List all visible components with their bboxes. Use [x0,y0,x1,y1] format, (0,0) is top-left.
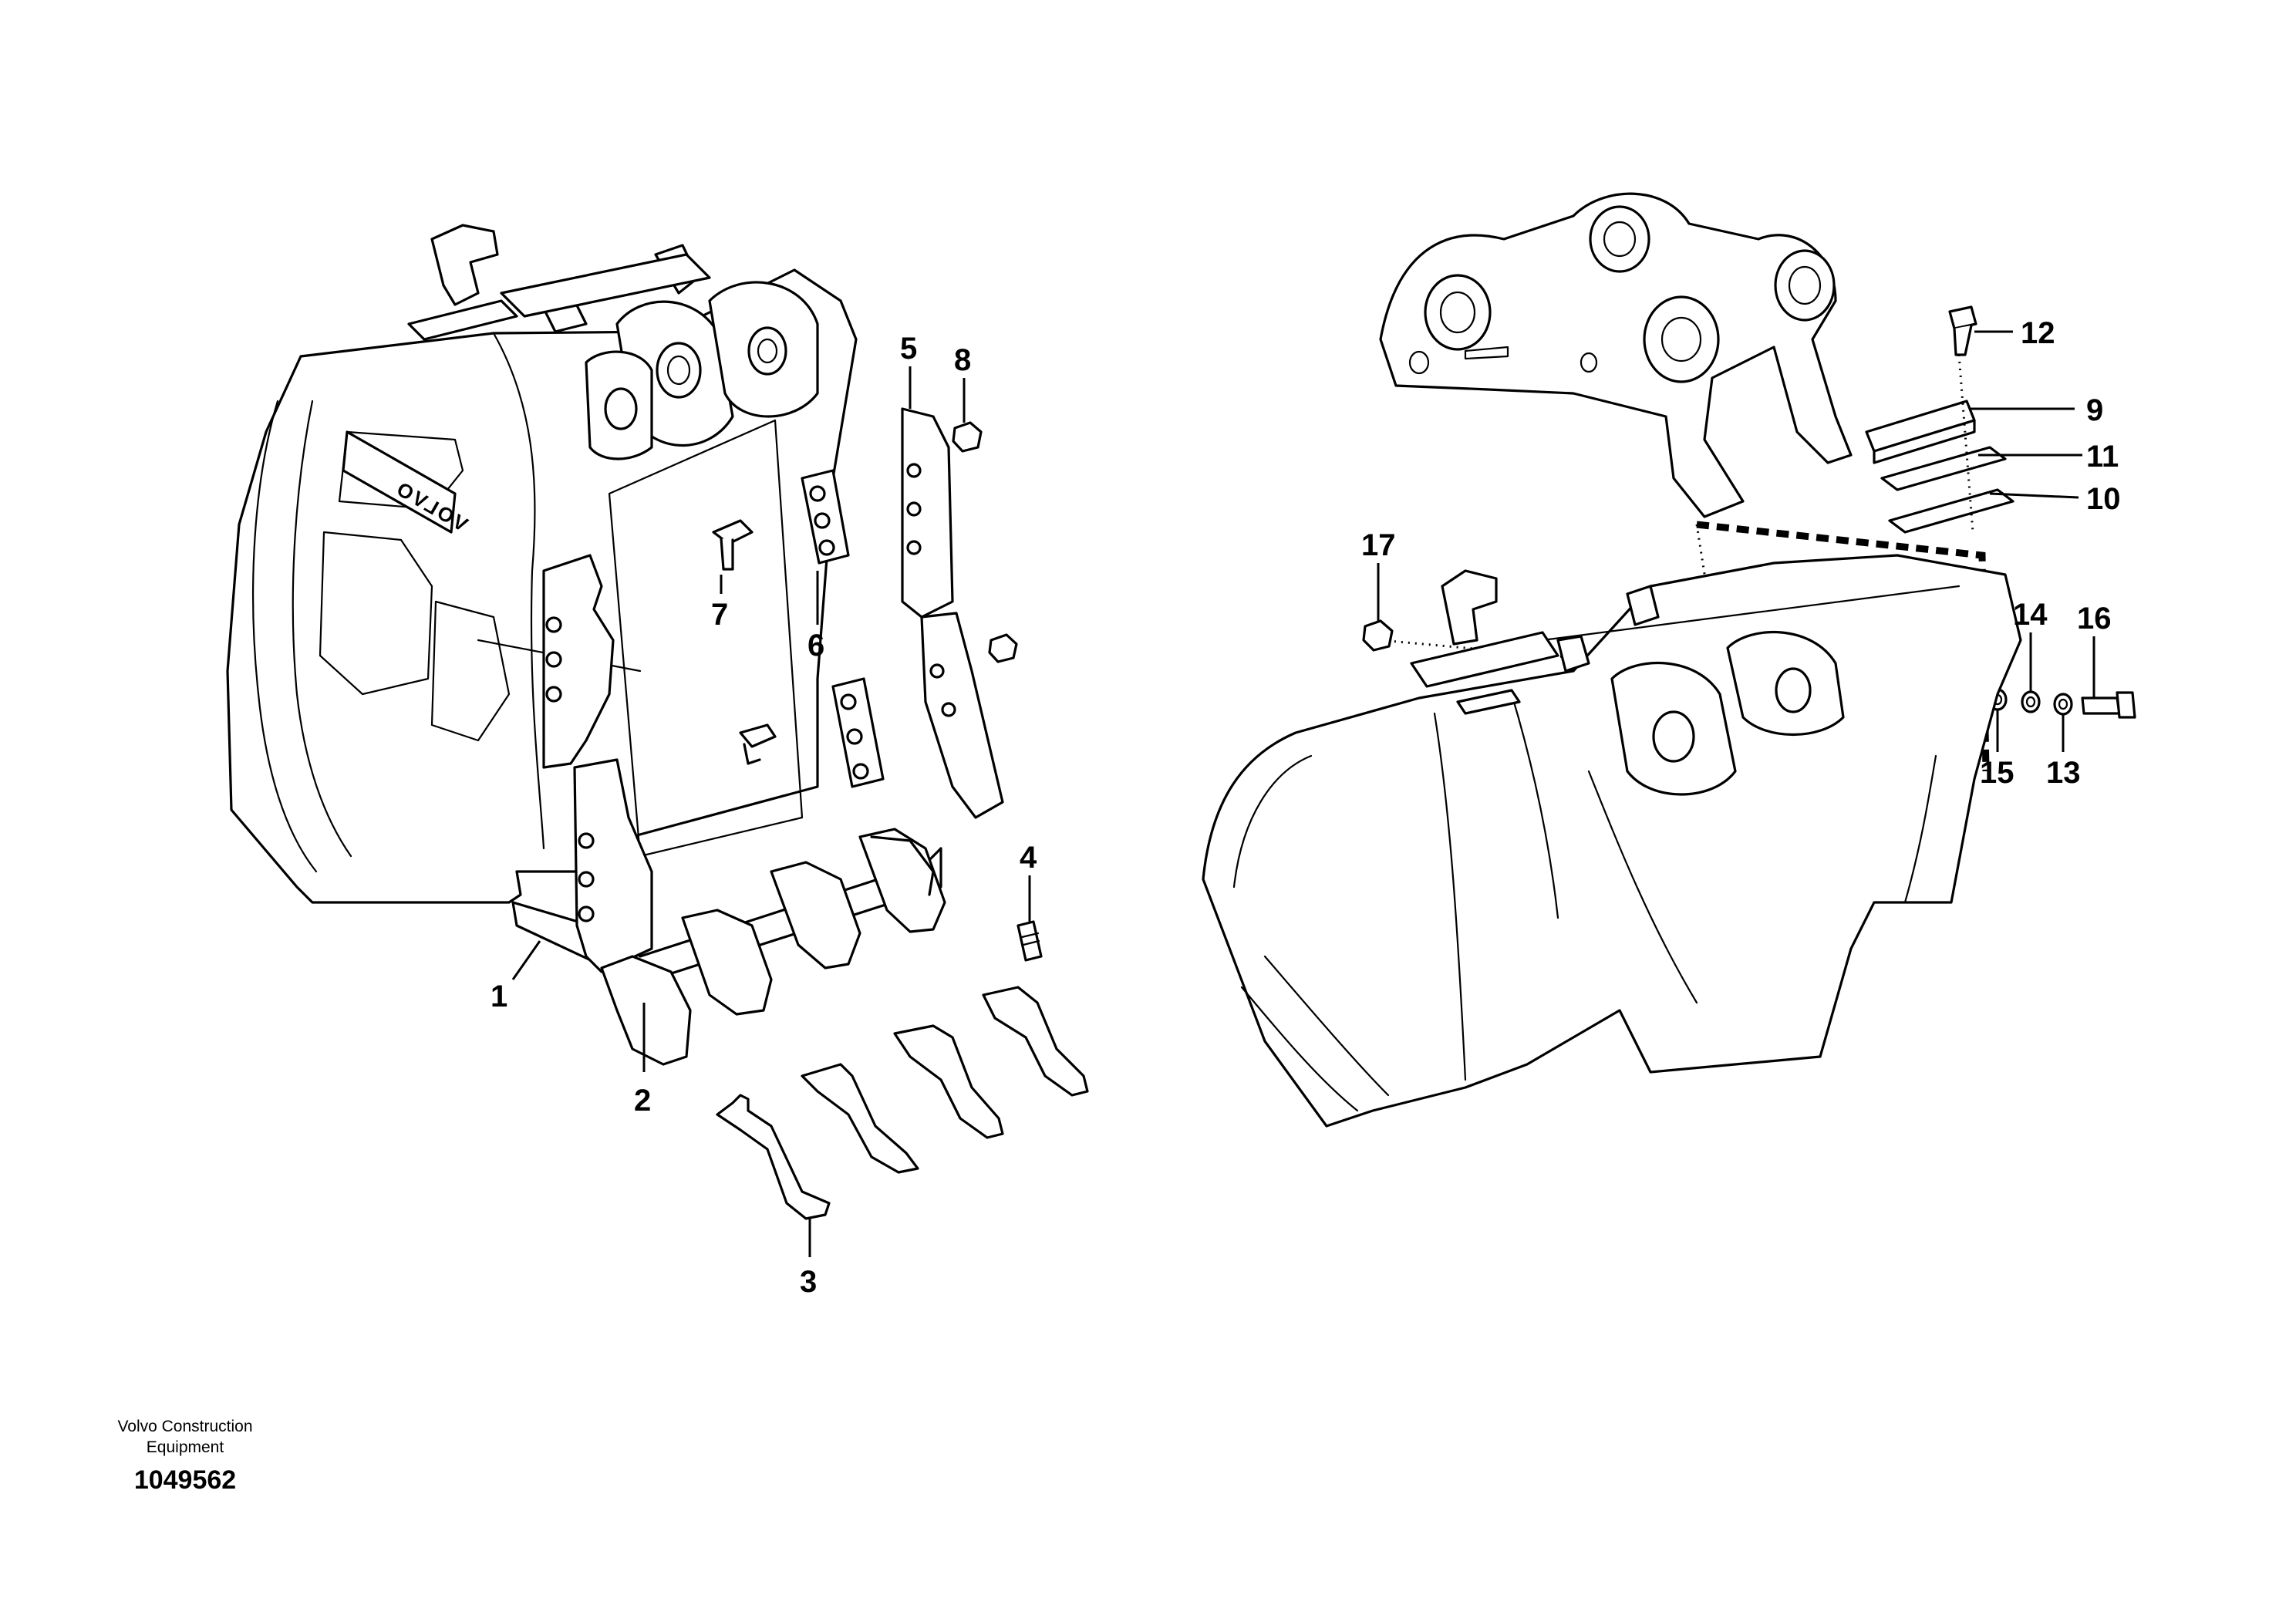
side-cutter-upper-left [542,554,615,769]
company-name-line2: Equipment [146,1438,224,1456]
side-cutter-lower-left [573,758,653,973]
callout-11: 11 [2086,440,2119,474]
pin-4 [1017,920,1043,962]
side-cutter-upper-right [901,407,954,619]
side-cutter-lower-right [920,612,1004,819]
bolts-7 [712,519,777,765]
leader-lines [511,330,2095,1257]
callout-7: 7 [711,598,728,632]
callout-labels: 1 2 3 4 5 6 7 8 9 10 11 12 13 14 15 16 1… [491,316,2121,1299]
footer-caption: Volvo Construction Equipment 1049562 [85,1416,285,1496]
callout-3: 3 [800,1265,817,1299]
callout-10: 10 [2086,482,2121,516]
callout-15: 15 [1980,756,2014,790]
nuts-8 [952,421,1018,663]
bolt-12 [1948,305,1977,356]
bucket-right [1202,554,2022,1128]
nut-17 [1362,619,1394,652]
callout-8: 8 [954,343,971,377]
callout-9: 9 [2086,393,2103,427]
document-number: 1049562 [133,1465,237,1495]
callout-13: 13 [2046,756,2081,790]
wear-plates [801,469,885,788]
shim-plates [1865,400,2014,534]
callout-16: 16 [2077,602,2112,636]
callout-14: 14 [2013,598,2048,632]
company-name-line1: Volvo Construction [117,1418,253,1435]
callout-12: 12 [2021,316,2055,350]
callout-5: 5 [900,332,917,366]
callout-1: 1 [491,980,507,1013]
tooth-adapters [600,828,946,1066]
callout-6: 6 [807,629,824,663]
quick-coupler [1379,192,1853,518]
callout-2: 2 [634,1084,651,1118]
callout-4: 4 [1020,841,1037,875]
bucket-teeth [716,986,1089,1220]
washers-and-bolt [1988,688,2136,719]
callout-17: 17 [1361,528,1396,562]
